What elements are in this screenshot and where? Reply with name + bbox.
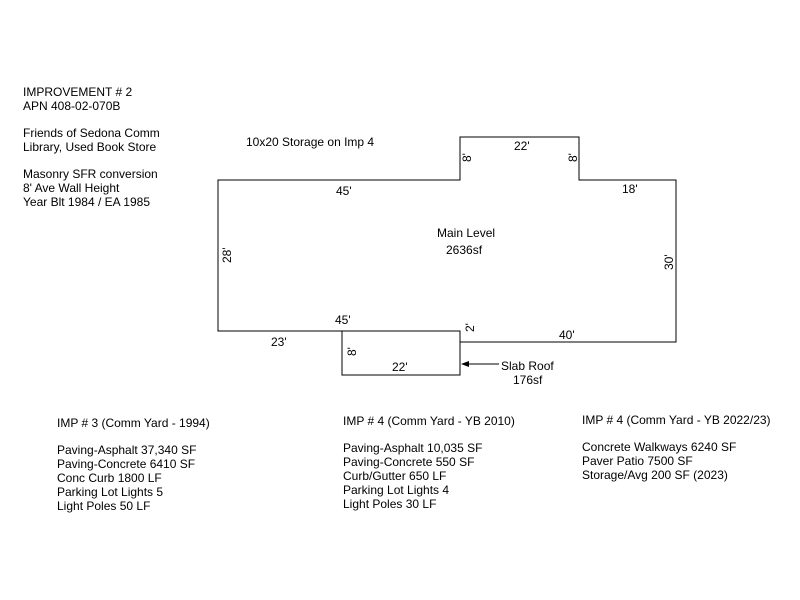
dim-top-left: 45' <box>336 184 352 198</box>
header-info: IMPROVEMENT # 2 APN 408-02-070B Friends … <box>23 85 160 209</box>
improvement-block-imp3: IMP # 3 (Comm Yard - 1994) Paving-Asphal… <box>57 416 210 513</box>
improvement-item: Parking Lot Lights 5 <box>57 485 164 499</box>
dim-bump-top: 22' <box>514 139 530 153</box>
owner-line-1: Friends of Sedona Comm <box>23 126 160 140</box>
improvement-item: Curb/Gutter 650 LF <box>343 469 447 483</box>
description-line-2: 8' Ave Wall Height <box>23 181 120 195</box>
description-line-3: Year Blt 1984 / EA 1985 <box>23 195 150 209</box>
improvement-item: Paving-Concrete 6410 SF <box>57 457 196 471</box>
improvement-item: Paving-Asphalt 37,340 SF <box>57 443 197 457</box>
improvement-item: Storage/Avg 200 SF (2023) <box>582 468 728 482</box>
improvement-title: IMP # 4 (Comm Yard - YB 2022/23) <box>582 413 771 427</box>
area-name: Main Level <box>437 226 495 240</box>
slab-roof-outline <box>341 331 461 376</box>
slab-roof-label: Slab Roof <box>501 359 554 373</box>
improvement-item: Paver Patio 7500 SF <box>582 454 693 468</box>
slab-arrow-head <box>461 361 469 367</box>
improvement-title: IMP # 4 (Comm Yard - YB 2010) <box>343 414 515 428</box>
improvement-title: IMPROVEMENT # 2 <box>23 85 133 99</box>
dim-slab-bottom: 22' <box>392 360 408 374</box>
dim-right-side: 30' <box>662 254 676 270</box>
improvement-item: Concrete Walkways 6240 SF <box>582 440 737 454</box>
dim-bump-right: 8' <box>566 153 580 162</box>
slab-roof-area: 176sf <box>513 373 543 387</box>
dim-bottom-right: 40' <box>559 328 575 342</box>
improvement-item: Paving-Asphalt 10,035 SF <box>343 441 483 455</box>
dim-bottom-left: 23' <box>271 335 287 349</box>
dim-step: 2' <box>463 323 477 332</box>
improvement-block-imp4-2022: IMP # 4 (Comm Yard - YB 2022/23) Concret… <box>582 413 771 482</box>
apn-number: APN 408-02-070B <box>23 99 121 113</box>
dim-slab-left: 8' <box>345 347 359 356</box>
storage-note: 10x20 Storage on Imp 4 <box>246 135 374 149</box>
improvement-title: IMP # 3 (Comm Yard - 1994) <box>57 416 210 430</box>
improvement-item: Parking Lot Lights 4 <box>343 483 450 497</box>
dim-top-right: 18' <box>622 182 638 196</box>
dim-left-side: 28' <box>220 247 234 263</box>
improvement-item: Light Poles 50 LF <box>57 499 151 513</box>
improvement-item: Paving-Concrete 550 SF <box>343 455 475 469</box>
main-level-outline <box>217 136 677 343</box>
improvement-item: Light Poles 30 LF <box>343 497 437 511</box>
owner-line-2: Library, Used Book Store <box>23 140 157 154</box>
description-line-1: Masonry SFR conversion <box>23 167 158 181</box>
area-size: 2636sf <box>446 243 483 257</box>
dim-bump-left: 8' <box>460 153 474 162</box>
dim-bottom-mid: 45' <box>335 313 351 327</box>
improvement-block-imp4-2010: IMP # 4 (Comm Yard - YB 2010) Paving-Asp… <box>343 414 515 511</box>
improvement-item: Conc Curb 1800 LF <box>57 471 162 485</box>
